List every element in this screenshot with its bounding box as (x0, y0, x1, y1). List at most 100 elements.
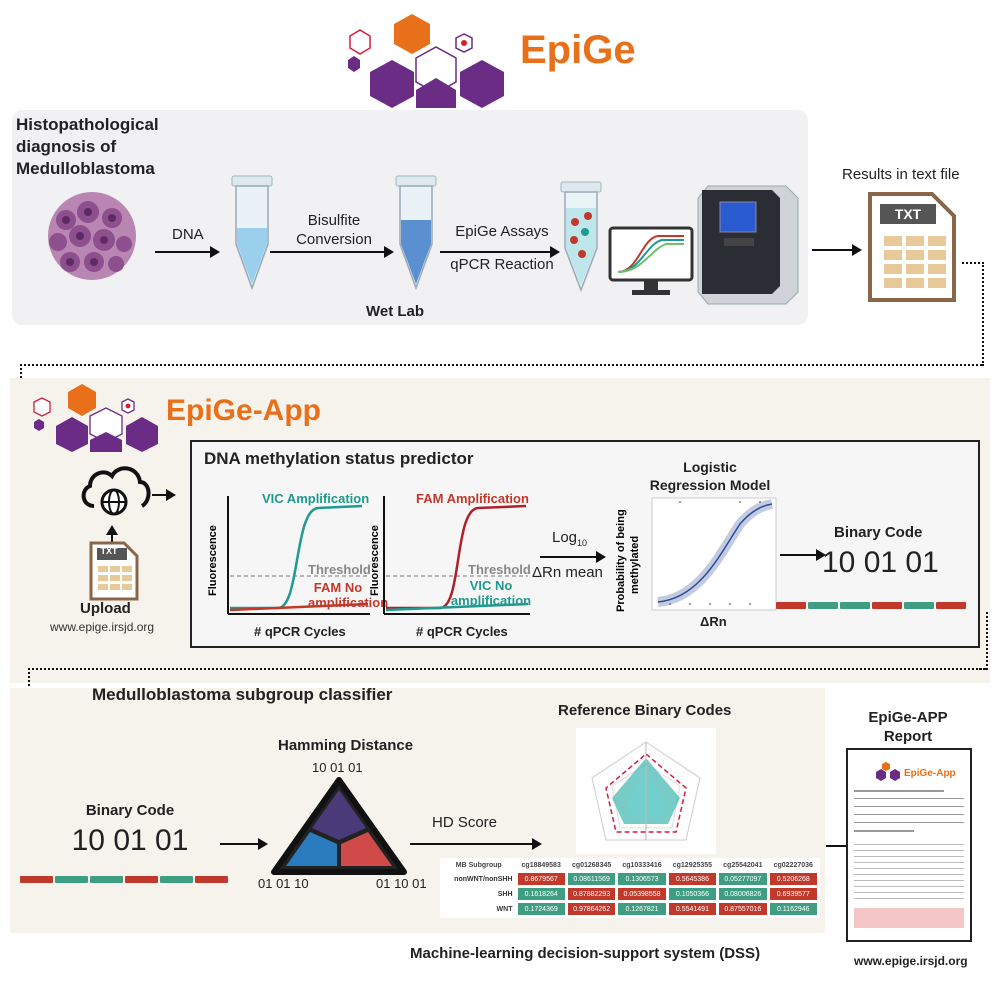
upload-label[interactable]: Upload (80, 600, 131, 617)
hamming-title: Hamming Distance (278, 737, 414, 754)
vic-amplification-chart: Fluorescence (208, 496, 370, 615)
fam-amplification-chart: Fluorescence (370, 496, 530, 615)
chart2-amp-label: FAM Amplification (416, 491, 529, 506)
reference-radar-chart (576, 728, 716, 854)
ref-table-cell: 0.5206268 (769, 873, 817, 885)
reference-title: Reference Binary Codes (558, 702, 732, 719)
ref-table-cell: 0.87882293 (567, 888, 616, 900)
chart1-ylabel: Fluorescence (208, 525, 219, 596)
tumor-cells-image (48, 192, 136, 280)
ref-table-cell: 0.1618264 (517, 888, 565, 900)
hamming-top-label: 10 01 01 (312, 760, 363, 775)
ref-table-header: cg10333416 (622, 862, 662, 869)
connector-dots-1 (962, 262, 984, 366)
ref-table-cell: 0.1162946 (769, 903, 817, 915)
predictor-title: DNA methylation status predictor (204, 449, 474, 468)
svg-text:EpiGe-App: EpiGe-App (904, 768, 956, 779)
ref-table-cell: 0.1050366 (668, 888, 717, 900)
arrow-hamming (220, 838, 268, 850)
connector-dots-2 (20, 364, 982, 366)
svg-text:Probability of being: Probability of being (615, 509, 627, 612)
wetlab-label: Wet Lab (366, 303, 425, 320)
tube-qpcr (560, 181, 602, 293)
tube-bisulfite (395, 175, 437, 291)
arrow-log (540, 551, 606, 563)
classifier-binary-title: Binary Code (85, 802, 175, 819)
chart2-ylabel: Fluorescence (370, 525, 381, 596)
dss-label: Machine-learning decision-support system… (410, 945, 761, 962)
app-brand-title: EpiGe-App (166, 394, 321, 427)
upload-url[interactable]: www.epige.irsjd.org (50, 620, 155, 634)
classifier-binary-bars (20, 876, 228, 883)
ref-table-cell: 0.08006826 (719, 888, 767, 900)
epige-app-logo-mark (33, 384, 158, 452)
ref-table-cell: 0.6939577 (769, 888, 817, 900)
drn-mean-label: ΔRn mean (532, 564, 603, 581)
results-label: Results in text file (842, 166, 960, 183)
ref-table-subgroup: WNT (443, 903, 515, 915)
ref-table-cell: 0.1306573 (618, 873, 666, 885)
chart1-xlabel: # qPCR Cycles (254, 624, 346, 639)
arrow-assays (440, 246, 560, 258)
hamming-left-label: 01 01 10 (258, 876, 309, 891)
ref-table-cell: 0.5541491 (668, 903, 717, 915)
qpcr-label: qPCR Reaction (450, 256, 554, 273)
txt-file-icon (868, 192, 956, 302)
svg-text:methylated: methylated (629, 536, 641, 594)
ref-table-header: cg12925355 (672, 862, 713, 869)
arrow-binary (780, 549, 826, 561)
connector-dots-5 (976, 612, 988, 670)
report-url[interactable]: www.epige.irsjd.org (854, 954, 968, 968)
hamming-triangle (271, 777, 407, 875)
ref-table-cell: 0.5645386 (668, 873, 717, 885)
diagnosis-label: Histopathological diagnosis of Medullobl… (16, 115, 159, 178)
arrow-bisulfite (270, 246, 394, 258)
txt-small-label: TXT (100, 546, 118, 556)
txt-label: TXT (894, 206, 922, 222)
binary-code-bars (776, 602, 966, 609)
qpcr-machine (697, 185, 799, 305)
ref-table-cell: 0.97864262 (567, 903, 616, 915)
binary-code-value: 10 01 01 (822, 546, 939, 579)
arrow-dna (155, 246, 220, 258)
arrow-results (812, 244, 862, 256)
dna-label: DNA (172, 226, 204, 243)
ref-table-cell: 0.08611569 (567, 873, 616, 885)
assays-label: EpiGe Assays (455, 223, 549, 240)
classifier-title: Medulloblastoma subgroup classifier (92, 685, 393, 704)
cloud-upload-icon[interactable] (76, 456, 152, 522)
model-xlabel: ΔRn (700, 614, 727, 629)
classifier-binary-value: 10 01 01 (71, 824, 189, 857)
ref-table-subgroup: nonWNT/nonSHH (443, 873, 515, 885)
ref-table-cell: 0.05277097 (719, 873, 767, 885)
ref-table-header: cg25542041 (723, 862, 763, 869)
ref-table-cell: 0.8679567 (517, 873, 565, 885)
brand-title: EpiGe (520, 28, 636, 72)
chart1-threshold-label: Threshold (308, 562, 371, 577)
report-document[interactable]: EpiGe-App (846, 748, 972, 942)
binary-code-title: Binary Code (834, 524, 923, 541)
chart2-xlabel: # qPCR Cycles (416, 624, 508, 639)
ref-table-cell: 0.1267821 (618, 903, 666, 915)
chart1-amp-label: VIC Amplification (262, 491, 370, 506)
ref-table-cell: 0.1724369 (517, 903, 565, 915)
monitor-icon (608, 226, 694, 295)
ref-table-header: cg01268345 (571, 862, 612, 869)
ref-table-cell: 0.05398558 (618, 888, 666, 900)
log-label: Log10 (552, 529, 588, 548)
ref-table-cell: 0.87557016 (719, 903, 767, 915)
hd-score-label: HD Score (432, 814, 498, 831)
logistic-regression-plot: Probability of being methylated (615, 497, 777, 612)
ref-table-header: cg02227036 (773, 862, 813, 869)
epige-logo-mark (348, 14, 504, 108)
ref-table-subgroup: SHH (443, 888, 515, 900)
ref-table-header: MB Subgroup (455, 862, 502, 869)
